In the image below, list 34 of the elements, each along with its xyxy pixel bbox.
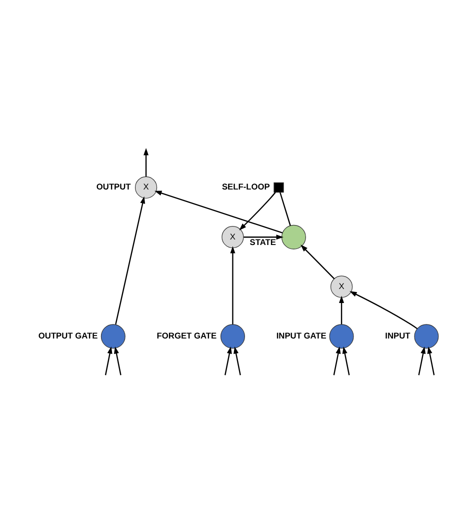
node-circle (281, 224, 306, 250)
node-circle: X (330, 276, 353, 298)
arrow (234, 346, 241, 376)
node-label: INPUT (385, 330, 410, 340)
arrow (115, 196, 146, 325)
edge-label: STATE (250, 237, 276, 247)
arrow (427, 346, 435, 376)
node-circle: X (222, 226, 244, 248)
arrow (244, 234, 284, 240)
node-label: OUTPUT (96, 181, 131, 192)
arrow (333, 346, 341, 376)
arrow (224, 346, 232, 376)
arrow (114, 346, 122, 376)
arrow (154, 190, 283, 234)
node-label: OUTPUT GATE (38, 330, 98, 340)
node-circle: X (134, 176, 158, 199)
arrow (339, 296, 344, 324)
node-label: INPUT GATE (276, 330, 326, 340)
node-circle (100, 324, 126, 349)
arrow (300, 244, 335, 280)
node-label: FORGET GATE (156, 330, 217, 340)
node-circle (414, 324, 439, 349)
node-circle (329, 324, 354, 349)
arrow (104, 346, 112, 376)
connector (280, 192, 291, 226)
node-box (274, 182, 284, 193)
arrow (418, 346, 426, 376)
arrow (239, 192, 276, 230)
arrow (350, 291, 418, 330)
arrow (144, 148, 149, 177)
node-label: SELF-LOOP (222, 181, 270, 192)
arrow (342, 346, 350, 376)
arrow (230, 246, 236, 324)
node-circle (220, 324, 245, 349)
